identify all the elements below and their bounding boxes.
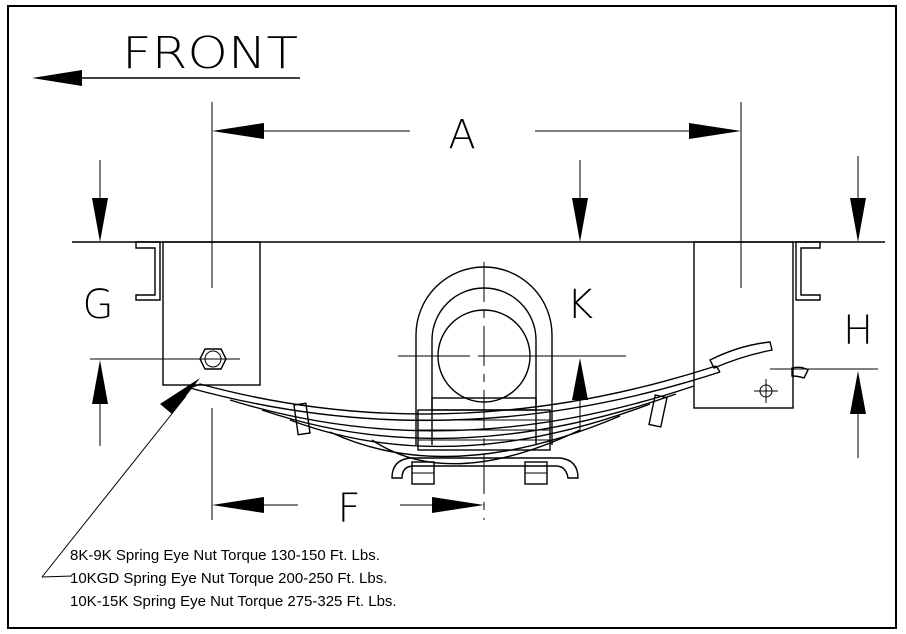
left-frame-channel xyxy=(135,241,161,301)
front-hanger xyxy=(162,241,261,386)
front-label: FRONT xyxy=(122,28,298,79)
right-frame-channel xyxy=(795,241,821,301)
torque-note-1: 8K-9K Spring Eye Nut Torque 130-150 Ft. … xyxy=(70,547,380,564)
axle-centerline xyxy=(398,262,490,520)
torque-note-3: 10K-15K Spring Eye Nut Torque 275-325 Ft… xyxy=(70,593,397,610)
front-arrow xyxy=(32,70,300,86)
torque-note-2: 10KGD Spring Eye Nut Torque 200-250 Ft. … xyxy=(70,570,387,587)
dimension-a-label: A xyxy=(448,112,475,158)
dimension-f xyxy=(211,408,484,520)
drawing-frame xyxy=(7,5,897,629)
rear-shackle xyxy=(709,341,809,403)
dimension-a xyxy=(211,102,742,288)
dimension-f-label: F xyxy=(337,486,360,532)
rear-hanger xyxy=(693,241,794,409)
dimension-k-label: K xyxy=(567,282,593,328)
torque-leader xyxy=(41,378,200,578)
spring-eye-bolt xyxy=(186,348,240,370)
spring-clips xyxy=(293,394,668,436)
dimension-g-label: G xyxy=(83,282,114,328)
dimension-h xyxy=(770,156,878,458)
leaf-spring xyxy=(189,365,721,465)
dimension-h-label: H xyxy=(843,308,873,354)
